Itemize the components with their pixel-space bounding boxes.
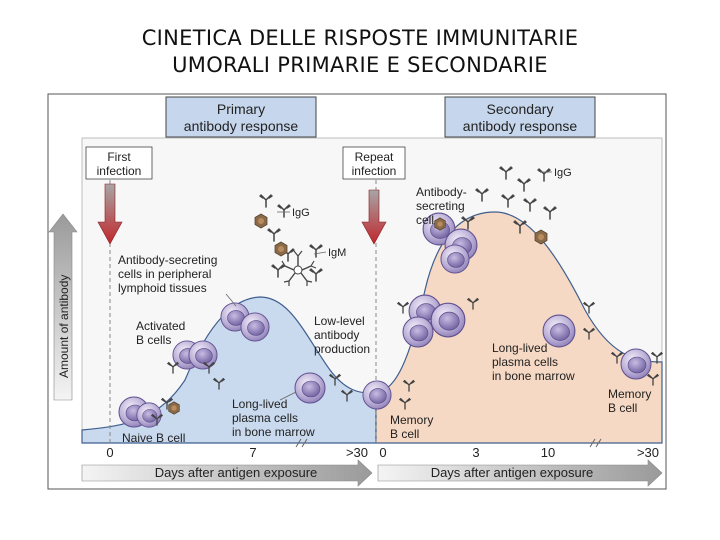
memory-b-cell-mid	[362, 380, 392, 410]
label-asc-peripheral-2: cells in peripheral	[118, 267, 211, 281]
label-igg-right: IgG	[554, 167, 572, 179]
first-infection-line-2: infection	[97, 164, 142, 178]
x-axis-arrow-primary	[81, 459, 373, 487]
x-axis-label-secondary: Days after antigen exposure	[431, 465, 594, 480]
label-long-lived-left-2: plasma cells	[232, 411, 298, 425]
memory-b-cell-right	[620, 348, 652, 380]
label-igm: IgM	[328, 247, 346, 259]
secondary-tick-0: 0	[379, 445, 386, 460]
label-asc-peripheral-1: Antibody-secreting	[118, 253, 217, 267]
label-asc-right-2: secreting	[416, 199, 465, 213]
label-low-level-3: production	[314, 342, 370, 356]
secondary-box-line-2: antibody response	[463, 118, 578, 134]
repeat-infection-line-2: infection	[352, 164, 397, 178]
secondary-box-line-1: Secondary	[487, 101, 554, 117]
y-axis-arrow	[48, 213, 78, 401]
primary-tick-30: >30	[346, 445, 368, 460]
secondary-tick-3: 3	[472, 445, 479, 460]
label-activated-b-2: B cells	[136, 333, 171, 347]
primary-tick-7: 7	[249, 445, 256, 460]
label-low-level-2: antibody	[314, 328, 359, 342]
label-memory-b-right-1: Memory	[608, 387, 651, 401]
primary-response-box	[165, 96, 317, 138]
b-cell-cluster-2	[430, 302, 466, 338]
label-asc-right-3: cell	[416, 213, 434, 227]
plasma-cell-2	[240, 312, 270, 342]
label-long-lived-right-2: plasma cells	[492, 355, 558, 369]
y-axis-label: Amount of antibody	[57, 275, 71, 378]
slide-title-line-1: CINETICA DELLE RISPOSTE IMMUNITARIE	[141, 26, 579, 50]
first-infection-arrow	[97, 183, 123, 245]
x-axis-arrow-secondary	[377, 459, 663, 487]
label-long-lived-left-3: in bone marrow	[232, 425, 315, 439]
label-low-level-1: Low-level	[314, 314, 365, 328]
repeat-infection-box	[342, 146, 406, 180]
label-asc-peripheral-3: lymphoid tissues	[118, 281, 207, 295]
igm-pentamer	[279, 250, 317, 286]
leader-asc-peripheral	[225, 293, 237, 307]
long-lived-plasma-cell-right	[542, 314, 576, 348]
asc-cell-3	[440, 244, 470, 274]
label-memory-b-mid-2: B cell	[390, 427, 419, 441]
label-long-lived-right-1: Long-lived	[492, 341, 547, 355]
label-memory-b-right-2: B cell	[608, 401, 637, 415]
long-lived-plasma-cell-left	[294, 372, 326, 404]
x-axis-label-primary: Days after antigen exposure	[155, 465, 318, 480]
primary-box-line-1: Primary	[217, 101, 265, 117]
first-infection-box	[85, 146, 153, 180]
label-asc-right-1: Antibody-	[416, 185, 467, 199]
first-infection-line-1: First	[107, 150, 131, 164]
repeat-infection-line-1: Repeat	[355, 150, 394, 164]
primary-box-line-2: antibody response	[184, 118, 299, 134]
secondary-tick-10: 10	[541, 445, 555, 460]
secondary-tick-30: >30	[637, 445, 659, 460]
axis-break-right	[589, 438, 602, 448]
label-memory-b-mid-1: Memory	[390, 413, 433, 427]
slide-title-line-2: UMORALI PRIMARIE E SECONDARIE	[172, 53, 548, 77]
label-naive-b: Naive B cell	[122, 431, 185, 445]
label-activated-b-1: Activated	[136, 319, 185, 333]
label-long-lived-left-1: Long-lived	[232, 397, 287, 411]
label-igg-left: IgG	[292, 207, 310, 219]
secondary-response-box	[444, 96, 596, 138]
primary-tick-0: 0	[106, 445, 113, 460]
axis-break-left	[295, 438, 308, 448]
repeat-infection-arrow	[361, 189, 387, 245]
leader-long-lived-left	[279, 391, 297, 401]
leader-igm	[313, 251, 327, 255]
b-cell-cluster-3	[402, 316, 434, 348]
label-long-lived-right-3: in bone marrow	[492, 369, 575, 383]
